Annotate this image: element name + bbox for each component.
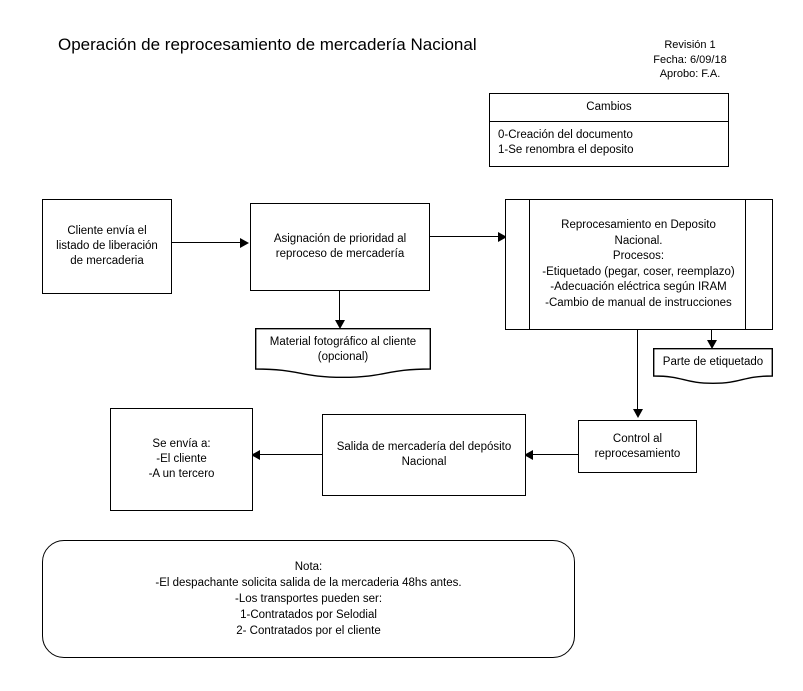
- nota-text: Nota: -El despachante solicita salida de…: [43, 559, 574, 639]
- node-line: (opcional): [317, 351, 369, 363]
- predefined-process-outline: [505, 199, 773, 330]
- cambios-table-body: 0-Creación del documento 1-Se renombra e…: [490, 122, 728, 166]
- node-se-envia-a[interactable]: Se envía a: -El cliente -A un tercero: [110, 408, 253, 511]
- connector-salida-to-se-envia: [255, 454, 322, 456]
- nota-line: 1-Contratados por Selodial: [240, 609, 377, 621]
- revision-info: Revisión 1 Fecha: 6/09/18 Aprobo: F.A.: [590, 38, 790, 82]
- node-line: Material fotográfico al cliente: [269, 336, 417, 348]
- revision-date: Fecha: 6/09/18: [653, 53, 727, 66]
- nota-box: Nota: -El despachante solicita salida de…: [42, 540, 575, 658]
- arrowhead-down-icon: [335, 320, 345, 329]
- connector-asignacion-to-material: [339, 291, 341, 324]
- connector-cliente-to-asignacion: [172, 242, 242, 244]
- node-line: Se envía a:: [152, 438, 211, 450]
- arrowhead-down-icon: [633, 409, 643, 418]
- page-title: Operación de reprocesamiento de mercader…: [58, 35, 477, 54]
- cambios-table: Cambios 0-Creación del documento 1-Se re…: [489, 93, 729, 167]
- revision-number: Revisión 1: [664, 39, 716, 51]
- connector-deposito-to-control: [637, 330, 639, 413]
- nota-line: -El despachante solicita salida de la me…: [155, 577, 462, 589]
- node-line: -A un tercero: [148, 468, 215, 480]
- table-row: 1-Se renombra el deposito: [498, 144, 634, 156]
- node-line: -Etiquetado (pegar, coser, reemplazo): [542, 265, 735, 278]
- connector-deposito-to-parte: [711, 330, 713, 342]
- node-line: Procesos:: [612, 250, 665, 262]
- cambios-table-header: Cambios: [490, 94, 728, 122]
- arrowhead-right-icon: [240, 238, 249, 248]
- connector-asignacion-to-deposito: [430, 236, 502, 238]
- node-cliente-envia-listado[interactable]: Cliente envía el listado de liberación d…: [42, 199, 172, 294]
- node-reprocesamiento-deposito[interactable]: Reprocesamiento en Deposito Nacional. Pr…: [505, 199, 773, 330]
- node-line: listado de liberación: [56, 240, 158, 252]
- node-line: -Cambio de manual de instrucciones: [545, 296, 732, 309]
- node-line: Asignación de prioridad al: [273, 233, 407, 245]
- arrowhead-left-icon: [524, 450, 533, 460]
- predefined-process-bar-left: [529, 199, 530, 330]
- node-salida-mercaderia[interactable]: Salida de mercadería del depósito Nacion…: [322, 414, 526, 496]
- node-text: Parte de etiquetado: [653, 355, 773, 370]
- document-shape-icon: [255, 328, 431, 378]
- node-line: Salida de mercadería del depósito: [336, 441, 512, 453]
- node-line: Parte de etiquetado: [662, 356, 764, 368]
- predefined-process-bar-right: [745, 199, 746, 330]
- arrowhead-left-icon: [251, 450, 260, 460]
- nota-line: 2- Contratados por el cliente: [236, 625, 381, 637]
- node-line: -El cliente: [156, 453, 207, 465]
- node-line: -Adecuación eléctrica según IRAM: [550, 281, 727, 293]
- node-line: Cliente envía el: [67, 225, 147, 237]
- node-material-fotografico[interactable]: Material fotográfico al cliente (opciona…: [255, 328, 431, 378]
- node-line: reproceso de mercadería: [275, 248, 405, 260]
- arrowhead-down-icon: [707, 340, 717, 349]
- nota-line: -Los transportes pueden ser:: [234, 593, 383, 605]
- node-parte-etiquetado[interactable]: Parte de etiquetado: [653, 348, 773, 384]
- arrowhead-right-icon: [498, 232, 507, 242]
- node-line: reprocesamiento: [594, 447, 681, 460]
- node-text: Reprocesamiento en Deposito Nacional. Pr…: [531, 199, 746, 330]
- connector-control-to-salida: [528, 454, 579, 456]
- node-control-reprocesamiento[interactable]: Control al reprocesamiento: [578, 420, 697, 473]
- nota-line: Nota:: [294, 561, 323, 573]
- document-shape-icon: [653, 348, 773, 384]
- node-line: Nacional.: [614, 234, 663, 247]
- node-asignacion-prioridad[interactable]: Asignación de prioridad al reproceso de …: [250, 203, 430, 291]
- node-line: de mercaderia: [70, 255, 144, 267]
- node-line: Reprocesamiento en Deposito: [561, 219, 716, 231]
- node-line: Nacional: [401, 456, 447, 468]
- revision-approver: Aprobo: F.A.: [659, 68, 721, 80]
- node-line: Control al: [612, 432, 663, 445]
- table-row: 0-Creación del documento: [498, 129, 633, 141]
- node-text: Material fotográfico al cliente (opciona…: [255, 335, 431, 365]
